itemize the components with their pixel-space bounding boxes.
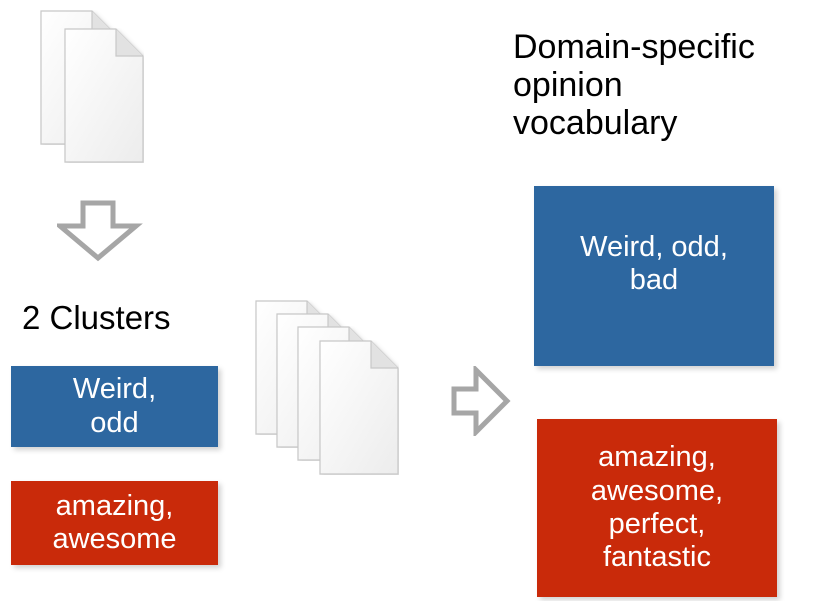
vocab-red-text: amazing, awesome, perfect, fantastic (590, 441, 724, 574)
document-icon (319, 340, 399, 475)
cluster-blue-text: Weird, odd (72, 373, 157, 439)
cluster-red-box: amazing, awesome (11, 481, 218, 565)
down-arrow-icon (57, 200, 143, 262)
document-stack-icon (40, 10, 150, 160)
cluster-blue-box: Weird, odd (11, 366, 218, 447)
vocab-red-box: amazing, awesome, perfect, fantastic (537, 419, 777, 597)
cluster-red-text: amazing, awesome (52, 489, 177, 555)
vocabulary-title: Domain-specific opinion vocabulary (513, 28, 755, 143)
vocab-blue-text: Weird, odd, bad (580, 230, 728, 296)
document-stack-icon (255, 300, 425, 480)
document-icon (64, 28, 144, 163)
clusters-title: 2 Clusters (22, 299, 171, 336)
right-arrow-icon (451, 366, 511, 436)
vocab-blue-box: Weird, odd, bad (534, 186, 774, 366)
